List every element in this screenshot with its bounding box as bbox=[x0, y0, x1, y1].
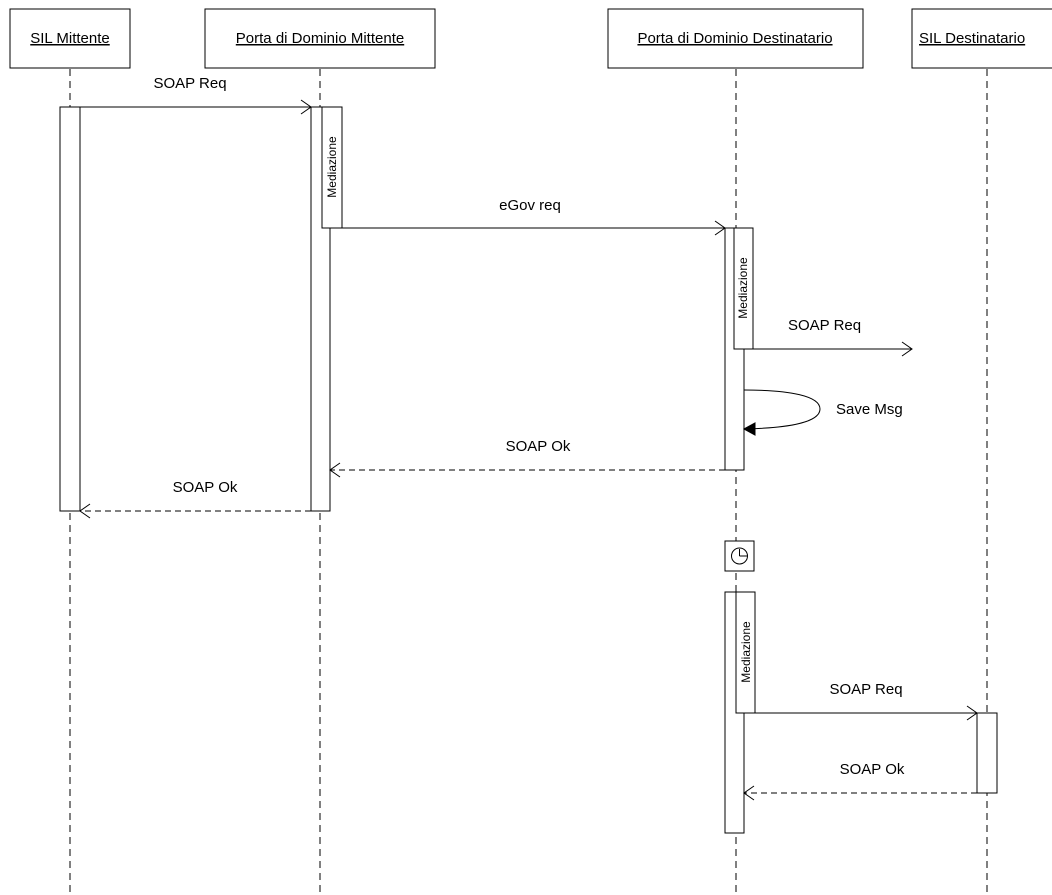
participant-label: SIL Mittente bbox=[30, 30, 109, 47]
message-soap-req-2: SOAP Req bbox=[755, 681, 978, 721]
mediazione-label: Mediazione bbox=[739, 621, 753, 683]
message-label: SOAP Ok bbox=[173, 479, 238, 496]
message-soap-req-lost: SOAP Req bbox=[753, 317, 913, 357]
message-label: eGov req bbox=[499, 197, 561, 214]
activation-sil-mittente-main bbox=[59, 106, 81, 512]
arrowhead-open bbox=[300, 99, 312, 115]
message-label: Save Msg bbox=[836, 401, 903, 418]
arrowhead-open bbox=[966, 705, 978, 721]
mediazione-label: Mediazione bbox=[736, 257, 750, 319]
activation-pd-destinatario-mediazione-2: Mediazione bbox=[735, 591, 756, 714]
clock-icon bbox=[724, 540, 755, 572]
arrowhead-filled bbox=[742, 422, 756, 436]
message-label: SOAP Req bbox=[153, 75, 226, 92]
activation-pd-mittente-mediazione: Mediazione bbox=[321, 106, 343, 229]
arrowhead-open bbox=[329, 462, 341, 478]
arrowhead-open bbox=[79, 503, 91, 519]
message-egov-req: eGov req bbox=[342, 197, 726, 236]
message-soap-ok-1: SOAP Ok bbox=[329, 438, 725, 478]
message-label: SOAP Ok bbox=[840, 761, 905, 778]
participant-label: Porta di Dominio Destinatario bbox=[637, 30, 832, 47]
participant-pd-destinatario: Porta di Dominio Destinatario bbox=[607, 8, 864, 69]
participant-label: SIL Destinatario bbox=[919, 30, 1025, 47]
message-label: SOAP Req bbox=[788, 317, 861, 334]
arrowhead-open bbox=[714, 220, 726, 236]
activation-sil-destinatario-main bbox=[976, 712, 998, 794]
mediazione-label: Mediazione bbox=[325, 136, 339, 198]
activation-pd-destinatario-mediazione-1: Mediazione bbox=[733, 227, 754, 350]
participant-sil-mittente: SIL Mittente bbox=[9, 8, 131, 69]
participant-label: Porta di Dominio Mittente bbox=[236, 30, 404, 47]
message-soap-ok-3: SOAP Ok bbox=[743, 761, 977, 801]
arrowhead-open bbox=[901, 341, 913, 357]
arrowhead-open bbox=[743, 785, 755, 801]
participant-pd-mittente: Porta di Dominio Mittente bbox=[204, 8, 436, 69]
message-label: SOAP Req bbox=[829, 681, 902, 698]
message-soap-ok-2: SOAP Ok bbox=[79, 479, 311, 519]
message-soap-req-1: SOAP Req bbox=[80, 75, 312, 115]
message-save-msg: Save Msg bbox=[742, 389, 903, 436]
participant-sil-destinatario: SIL Destinatario bbox=[911, 8, 1052, 69]
message-label: SOAP Ok bbox=[506, 438, 571, 455]
